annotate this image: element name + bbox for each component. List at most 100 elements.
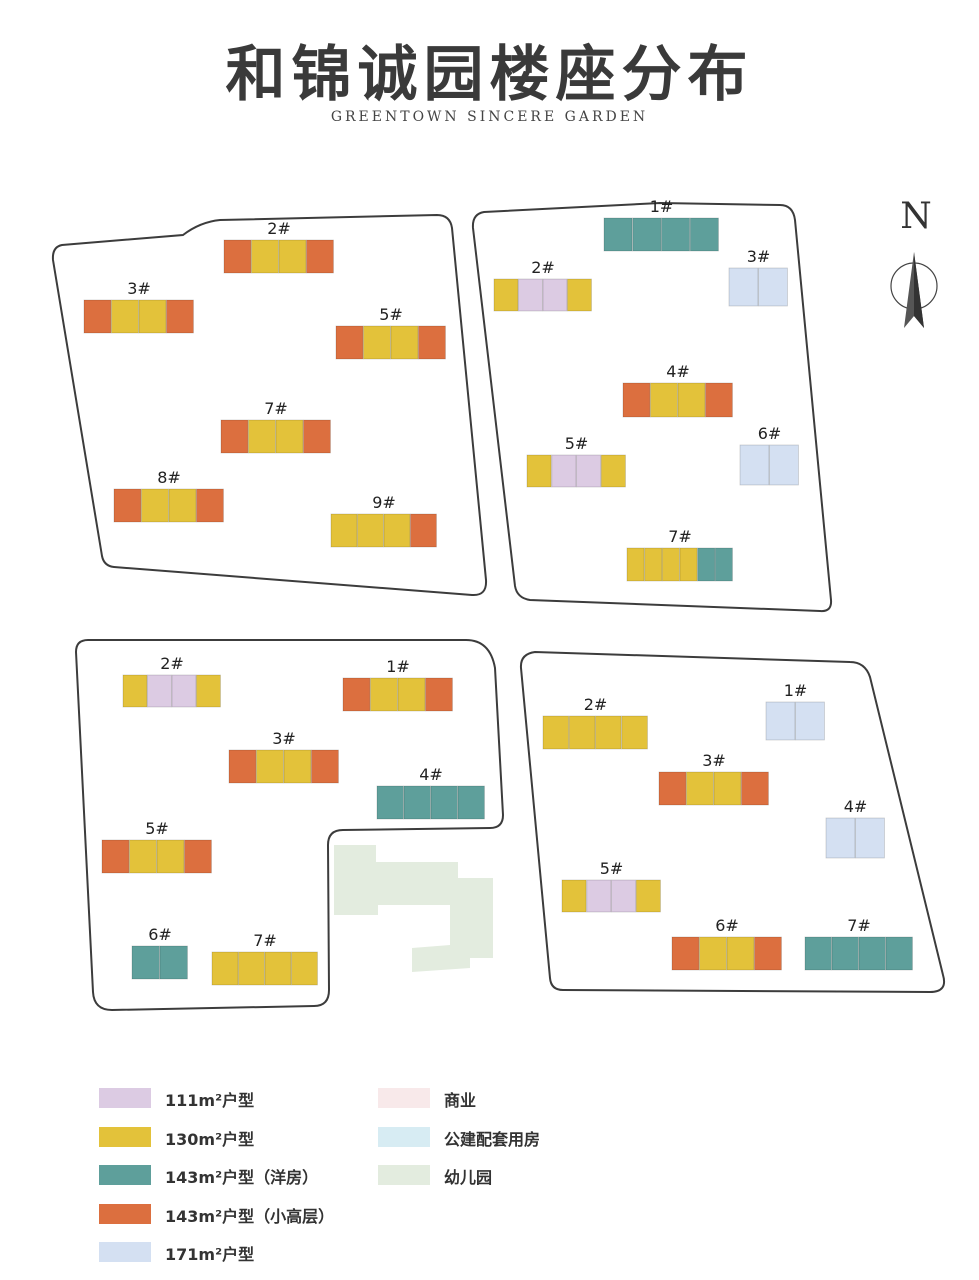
unit-u143h <box>335 325 364 360</box>
unit-u130 <box>650 382 678 418</box>
compass-north-label: N <box>900 196 932 237</box>
unit-u143h <box>342 677 371 712</box>
unit-u130 <box>138 299 167 334</box>
building-northwest-2[interactable]: 2# <box>223 219 334 274</box>
building-southeast-3[interactable]: 3# <box>658 751 769 806</box>
building-label: 7# <box>847 916 871 935</box>
unit-u143h <box>410 513 437 548</box>
unit-u143v <box>376 785 404 820</box>
unit-u111 <box>171 674 197 708</box>
building-northeast-5[interactable]: 5# <box>526 434 626 488</box>
building-label: 4# <box>666 362 690 381</box>
unit-u171 <box>769 444 799 486</box>
unit-u130 <box>397 677 426 712</box>
unit-u130 <box>283 749 312 784</box>
unit-u143v <box>430 785 458 820</box>
building-southwest-1[interactable]: 1# <box>342 657 453 712</box>
legend-swatch <box>99 1204 151 1224</box>
unit-u130 <box>686 771 714 806</box>
building-northeast-7[interactable]: 7# <box>626 527 733 582</box>
unit-u143h <box>622 382 651 418</box>
building-label: 2# <box>531 258 555 277</box>
unit-u130 <box>122 674 148 708</box>
building-southwest-7[interactable]: 7# <box>211 931 318 986</box>
building-northeast-3[interactable]: 3# <box>728 247 788 307</box>
unit-u111 <box>147 674 172 708</box>
building-southwest-4[interactable]: 4# <box>376 765 485 820</box>
building-northeast-4[interactable]: 4# <box>622 362 733 418</box>
unit-u143v <box>697 547 716 582</box>
unit-u143h <box>705 382 733 418</box>
building-label: 2# <box>160 654 184 673</box>
building-northwest-5[interactable]: 5# <box>335 305 446 360</box>
building-southeast-7[interactable]: 7# <box>804 916 913 971</box>
unit-u143v <box>885 936 913 971</box>
building-label: 5# <box>145 819 169 838</box>
unit-u143h <box>671 936 700 971</box>
unit-u130 <box>168 488 197 523</box>
unit-u143h <box>418 325 446 360</box>
unit-u130 <box>357 513 384 548</box>
unit-u143h <box>306 239 334 274</box>
unit-u130 <box>635 879 661 913</box>
legend-swatch <box>378 1127 430 1147</box>
building-southeast-4[interactable]: 4# <box>825 797 885 859</box>
building-southeast-5[interactable]: 5# <box>561 859 661 913</box>
legend-label: 171m²户型 <box>165 1245 255 1264</box>
unit-u130 <box>196 674 221 708</box>
unit-u111 <box>518 278 543 312</box>
unit-u130 <box>111 299 139 334</box>
unit-u130 <box>370 677 398 712</box>
building-southeast-1[interactable]: 1# <box>765 681 825 741</box>
building-northeast-6[interactable]: 6# <box>739 424 799 486</box>
unit-u130 <box>493 278 519 312</box>
building-northwest-3[interactable]: 3# <box>83 279 194 334</box>
building-label: 9# <box>372 493 396 512</box>
unit-u111 <box>551 454 577 488</box>
building-southwest-3[interactable]: 3# <box>228 729 339 784</box>
unit-u143h <box>166 299 194 334</box>
building-northeast-2[interactable]: 2# <box>493 258 592 312</box>
site-plan-map: 2#3#5#7#8#9#1#2#3#4#5#6#7#1#2#3#4#5#6#7#… <box>51 197 946 1012</box>
building-southwest-6[interactable]: 6# <box>131 925 188 980</box>
building-label: 3# <box>127 279 151 298</box>
unit-u130 <box>156 839 185 874</box>
unit-u143v <box>714 547 733 582</box>
building-southeast-6[interactable]: 6# <box>671 916 782 971</box>
building-northwest-8[interactable]: 8# <box>113 468 224 523</box>
unit-u130 <box>248 419 276 454</box>
unit-u143h <box>83 299 112 334</box>
page-subtitle: GREENTOWN SINCERE GARDEN <box>330 109 649 125</box>
unit-u130 <box>568 715 596 750</box>
building-label: 3# <box>702 751 726 770</box>
unit-u111 <box>586 879 612 913</box>
unit-u130 <box>264 951 292 986</box>
unit-u130 <box>595 715 622 750</box>
unit-u130 <box>561 879 587 913</box>
unit-u130 <box>526 454 552 488</box>
legend-label: 公建配套用房 <box>444 1130 541 1149</box>
unit-u171 <box>739 444 770 486</box>
unit-u143h <box>113 488 142 523</box>
unit-u143v <box>632 217 662 252</box>
building-southeast-2[interactable]: 2# <box>542 695 648 750</box>
unit-u130 <box>275 419 304 454</box>
unit-u130 <box>211 951 239 986</box>
building-label: 1# <box>784 681 808 700</box>
legend-label: 143m²户型（小高层） <box>165 1207 335 1226</box>
building-label: 3# <box>272 729 296 748</box>
building-northeast-1[interactable]: 1# <box>603 197 719 252</box>
unit-u130 <box>363 325 391 360</box>
legend-label: 幼儿园 <box>444 1168 493 1187</box>
building-label: 4# <box>844 797 868 816</box>
building-northwest-9[interactable]: 9# <box>330 493 437 548</box>
building-northwest-7[interactable]: 7# <box>220 399 331 454</box>
building-southwest-5[interactable]: 5# <box>101 819 212 874</box>
unit-u171 <box>795 701 825 741</box>
unit-u143h <box>303 419 331 454</box>
unit-u130 <box>141 488 169 523</box>
unit-u171 <box>825 817 856 859</box>
page-title: 和锦诚园楼座分布 <box>225 40 754 110</box>
unit-u143v <box>831 936 859 971</box>
building-southwest-2[interactable]: 2# <box>122 654 221 708</box>
